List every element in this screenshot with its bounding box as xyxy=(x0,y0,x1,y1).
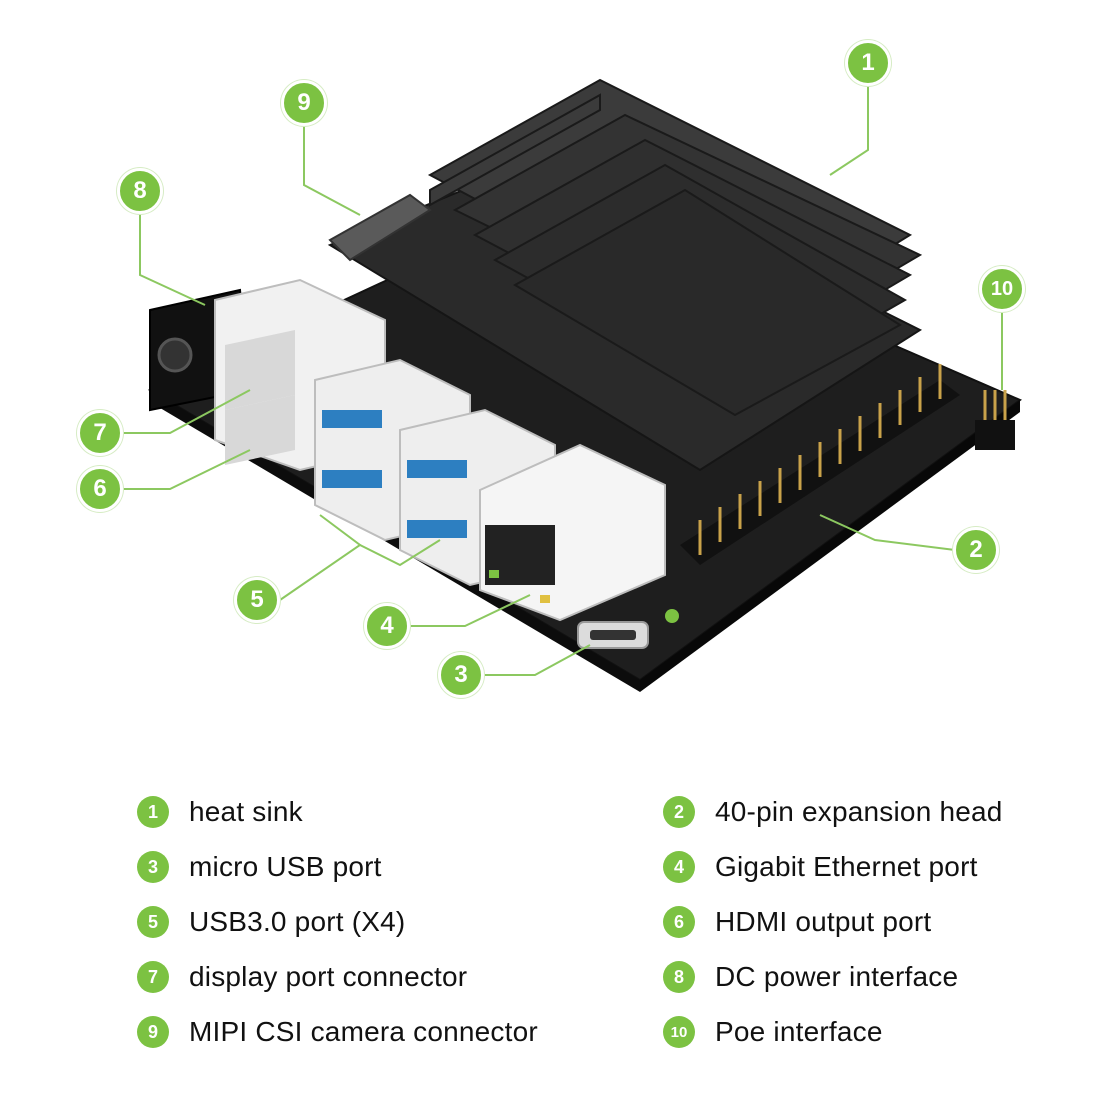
legend-item-3: 3 micro USB port xyxy=(137,847,382,887)
legend-item-7: 7 display port connector xyxy=(137,957,467,997)
legend-item-9: 9 MIPI CSI camera connector xyxy=(137,1012,538,1052)
legend-item-8: 8 DC power interface xyxy=(663,957,958,997)
legend-number-9: 9 xyxy=(137,1016,169,1048)
pcb-board-edge-right xyxy=(640,400,1020,692)
legend-label-1: heat sink xyxy=(189,796,303,827)
legend-label-7: display port connector xyxy=(189,961,468,992)
legend-label-5: USB3.0 port (X4) xyxy=(189,906,406,937)
legend-number-6: 6 xyxy=(663,906,695,938)
legend-number-4: 4 xyxy=(663,851,695,883)
legend-label-6: HDMI output port xyxy=(715,906,932,937)
callout-badge-2: 2 xyxy=(953,527,999,573)
legend-number-7: 7 xyxy=(137,961,169,993)
callout-badge-6: 6 xyxy=(77,466,123,512)
callout-badge-9: 9 xyxy=(281,80,327,126)
legend-label-10: Poe interface xyxy=(715,1016,883,1047)
legend-label-4: Gigabit Ethernet port xyxy=(715,851,978,882)
board-diagram: 1 2 3 4 5 6 7 8 9 10 xyxy=(77,40,1025,698)
leader-lines xyxy=(120,86,1003,676)
legend-label-9: MIPI CSI camera connector xyxy=(189,1016,538,1047)
legend-label-8: DC power interface xyxy=(715,961,959,992)
legend-item-6: 6 HDMI output port xyxy=(663,902,931,942)
legend-item-2: 2 40-pin expansion head xyxy=(663,792,1003,832)
pcb-board-edge xyxy=(150,390,640,692)
legend-item-1: 1 heat sink xyxy=(137,792,303,832)
micro-usb-port xyxy=(577,621,649,649)
ethernet-port xyxy=(479,443,666,622)
legend-number-8: 8 xyxy=(663,961,695,993)
callout-badge-4: 4 xyxy=(364,603,410,649)
callout-badge-8: 8 xyxy=(117,168,163,214)
legend-number-10: 10 xyxy=(663,1016,695,1048)
poe-header xyxy=(975,390,1015,450)
callout-badge-5: 5 xyxy=(234,577,280,623)
heatsink-fins xyxy=(427,78,923,417)
callout-badge-7: 7 xyxy=(77,410,123,456)
gpio-header xyxy=(680,364,960,565)
legend-number-5: 5 xyxy=(137,906,169,938)
legend-number-1: 1 xyxy=(137,796,169,828)
callout-badge-1: 1 xyxy=(845,40,891,86)
legend-label-2: 40-pin expansion head xyxy=(715,796,1003,827)
legend-item-10: 10 Poe interface xyxy=(663,1012,883,1052)
legend-number-3: 3 xyxy=(137,851,169,883)
camera-connector xyxy=(328,193,432,262)
legend-label-3: micro USB port xyxy=(189,851,382,882)
legend-item-4: 4 Gigabit Ethernet port xyxy=(663,847,978,887)
legend-item-5: 5 USB3.0 port (X4) xyxy=(137,902,405,942)
callout-badge-10: 10 xyxy=(979,266,1025,312)
status-led xyxy=(665,609,679,623)
callout-badge-3: 3 xyxy=(438,652,484,698)
legend-number-2: 2 xyxy=(663,796,695,828)
board-illustration xyxy=(120,78,1022,692)
legend: 1 heat sink 2 40-pin expansion head 3 mi… xyxy=(0,780,1100,1080)
